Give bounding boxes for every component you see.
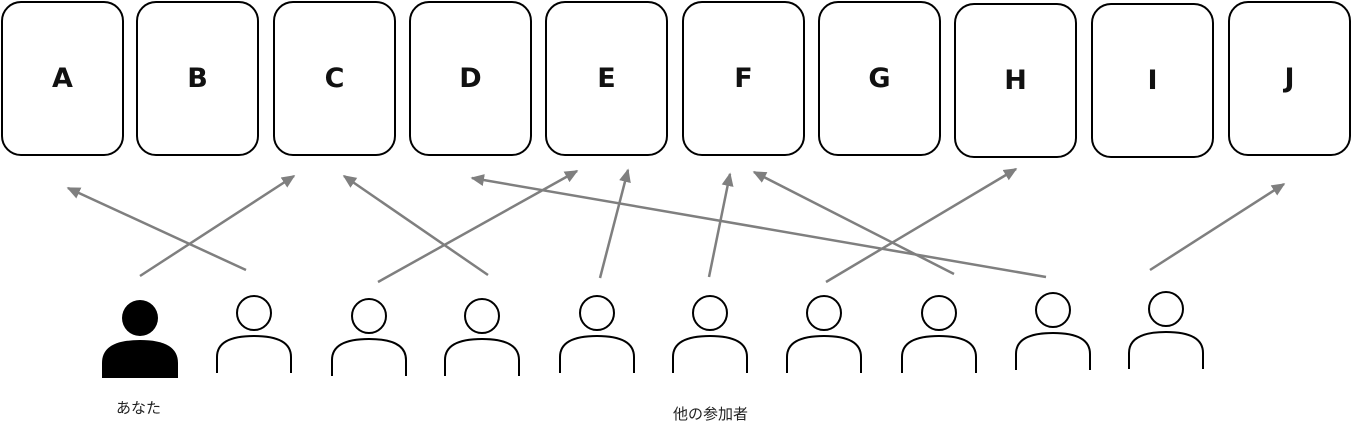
option-label: D bbox=[459, 63, 482, 94]
arrow-participant-5-to-f bbox=[707, 172, 734, 278]
option-label: I bbox=[1147, 65, 1158, 96]
arrow-participant-7-to-f bbox=[752, 170, 955, 276]
arrow-you-to-c bbox=[139, 174, 296, 278]
option-box-g: G bbox=[818, 1, 941, 156]
option-label: G bbox=[868, 63, 891, 94]
option-box-j: J bbox=[1228, 1, 1351, 156]
person-outline-icon bbox=[444, 298, 520, 376]
arrow-participant-6-to-h bbox=[825, 167, 1018, 284]
person-outline-icon bbox=[1015, 292, 1091, 370]
option-box-e: E bbox=[545, 1, 668, 156]
arrow-participant-1-to-a bbox=[66, 186, 247, 272]
arrow-participant-2-to-e bbox=[377, 169, 579, 284]
person-outline-icon bbox=[786, 295, 862, 373]
person-outline-icon bbox=[1128, 291, 1204, 369]
option-box-d: D bbox=[409, 1, 532, 156]
option-box-f: F bbox=[682, 1, 805, 156]
person-filled-icon bbox=[102, 300, 178, 378]
participants bbox=[102, 291, 1204, 378]
option-label: H bbox=[1004, 65, 1027, 96]
you-label: あなた bbox=[116, 399, 162, 417]
option-box-i: I bbox=[1091, 3, 1214, 158]
option-label: C bbox=[324, 63, 345, 94]
arrow-layer bbox=[66, 167, 1286, 284]
option-box-h: H bbox=[954, 3, 1077, 158]
arrow-participant-3-to-c bbox=[342, 174, 489, 277]
person-outline-icon bbox=[901, 295, 977, 373]
person-outline-icon bbox=[216, 295, 292, 373]
option-box-c: C bbox=[273, 1, 396, 156]
option-label: F bbox=[734, 63, 753, 94]
option-box-a: A bbox=[1, 1, 124, 156]
option-label: E bbox=[597, 63, 616, 94]
person-outline-icon bbox=[331, 298, 407, 376]
arrow-participant-9-to-j bbox=[1149, 182, 1286, 272]
person-outline-icon bbox=[559, 295, 635, 373]
arrow-participant-4-to-e bbox=[598, 168, 631, 279]
person-outline-icon bbox=[672, 295, 748, 373]
arrow-participant-8-to-d bbox=[470, 174, 1047, 279]
option-label: B bbox=[187, 63, 208, 94]
option-label: A bbox=[52, 63, 73, 94]
option-box-b: B bbox=[136, 1, 259, 156]
others-label: 他の参加者 bbox=[673, 405, 749, 423]
option-label: J bbox=[1284, 63, 1295, 94]
